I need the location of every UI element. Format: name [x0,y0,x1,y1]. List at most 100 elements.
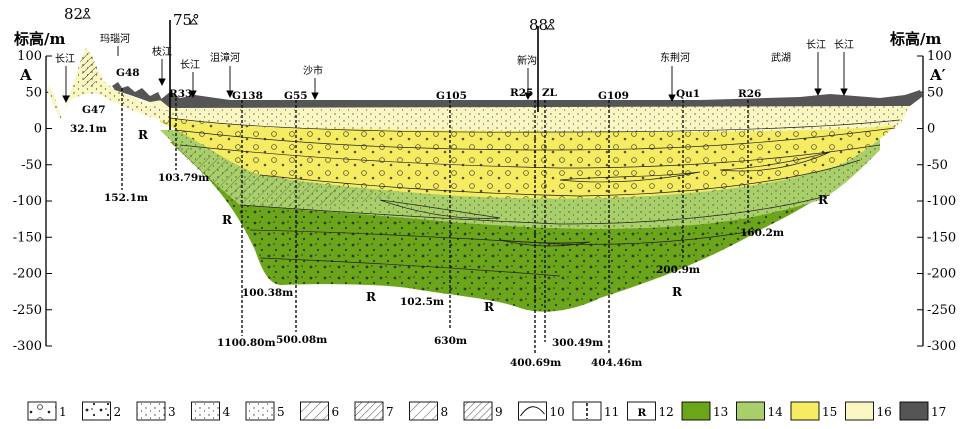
bedrock-label: R [484,300,495,314]
well-label: G48 [116,67,140,79]
layer-16-texture [170,106,910,132]
legend-swatch [300,401,329,421]
legend-swatch [518,401,547,421]
legend-number: 12 [659,405,674,419]
tick-label: -300 [13,339,42,354]
tick-label: 100 [17,49,42,64]
left-axis-title: 标高/m [13,30,65,48]
well-label: G105 [436,90,467,102]
legend-item: 11 [572,401,619,421]
place-label: 长江 [834,39,854,51]
angle-label: 82° [64,5,91,23]
layer-15-texture [160,110,900,199]
tick-label: -300 [927,339,956,354]
tick-label: 0 [927,122,935,137]
tick-label: -150 [927,230,956,245]
well-label: Qu1 [676,88,700,100]
place-labels: 长江 玛瑙河 枝江 长江 沮漳河 沙市 新沟 东荆河 武湖 长江 长江 [55,33,854,77]
place-label: 玛瑙河 [100,33,130,45]
legend-number: 5 [277,405,285,419]
depth-label: 103.79m [158,172,209,184]
tick-label: -250 [927,303,956,318]
legend-number: 9 [495,405,503,419]
depth-label: 160.2m [740,227,784,239]
depth-label: 300.49m [552,337,603,349]
tick-label: -150 [13,230,42,245]
place-label: 武湖 [771,51,791,64]
well-label: G138 [232,90,263,102]
angle-labels: 82° 75° 88° [64,5,556,34]
legend-swatch [790,401,820,421]
place-label: 长江 [806,39,826,51]
legend-item: 10 [518,401,565,421]
tick-label: -200 [13,267,42,282]
legend-number: 15 [822,405,837,419]
left-hill-hatch [80,48,98,88]
well-label: G55 [284,90,308,102]
tick-label: 100 [927,49,952,64]
well-lines [121,88,749,355]
section-start-label: A [19,66,32,84]
bedrock-label: R [818,193,829,207]
well-label: ZL [542,87,558,99]
place-label: 新沟 [517,54,537,67]
legend-swatch [463,401,493,421]
legend-item: 3 [136,401,176,421]
legend-swatch [82,401,111,421]
legend-number: 1 [59,405,67,419]
legend-swatch [245,401,275,421]
legend-swatch [736,401,765,421]
legend-swatch [845,401,874,421]
legend-number: 8 [441,405,449,419]
tick-label: -50 [21,158,42,173]
depth-label: 32.1m [70,123,107,135]
well-label: G109 [598,90,629,102]
layer-hatched-zone [170,140,400,207]
legend-number: 10 [550,405,565,419]
place-label: 长江 [55,53,75,65]
layer-17-dark-surface [160,90,923,108]
legend-swatch [136,401,166,421]
legend-item: 5 [245,401,285,421]
legend-swatch [409,401,438,421]
place-label: 东荆河 [660,51,690,64]
well-label: R25 [510,87,533,99]
legend-item: 13 [681,401,728,421]
bedrock-label: R [138,128,149,142]
depth-label: 102.5m [400,296,444,308]
legend-number: 7 [386,405,394,419]
place-label: 长江 [180,59,200,71]
tick-label: 0 [34,122,42,137]
tick-label: -200 [927,267,956,282]
legend-swatch [191,401,220,421]
legend-item: 2 [82,401,121,421]
legend-swatch [27,401,57,421]
legend-item: 4 [191,401,231,421]
legend-item: 17 [899,401,946,421]
well-label: G47 [82,104,106,116]
legend-item: 1 [27,401,67,421]
boundary-lines [169,117,901,277]
right-axis-title: 标高/m [889,30,941,48]
surface-arrows [62,46,848,104]
bedrock-labels: R R R R R R [138,128,829,314]
legend-swatch [354,401,384,421]
place-label: 枝江 [152,45,172,58]
section-end-label: A′ [929,66,946,84]
angle-label: 88° [529,16,556,34]
tick-label: -100 [13,194,42,209]
legend-item: 6 [300,401,340,421]
fault-lines [169,20,539,130]
legend-number: 17 [931,405,946,419]
tick-label: -50 [927,158,948,173]
legend-number: 14 [768,405,784,419]
angle-label: 75° [173,11,200,29]
depth-label: 1100.80m [217,337,276,349]
legend-number: 6 [332,405,340,419]
legend-number: 16 [877,405,892,419]
legend-swatch [899,401,929,421]
